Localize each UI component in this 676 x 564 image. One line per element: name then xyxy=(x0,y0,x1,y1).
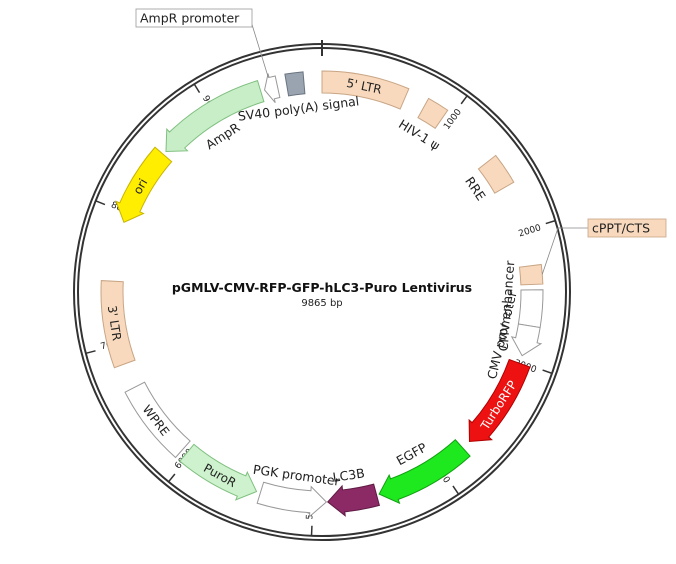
tick-mark xyxy=(95,200,106,206)
feature-rre[interactable] xyxy=(477,154,515,194)
callout-box-ampr_prom xyxy=(135,8,253,28)
backbone xyxy=(73,40,571,541)
feature-puror[interactable] xyxy=(179,443,258,501)
callout-box-cppt xyxy=(587,218,667,238)
feature-pgk[interactable] xyxy=(256,481,328,518)
feature-lc3b[interactable] xyxy=(326,483,381,517)
feature-label-cmv_enh: CMV enhancer xyxy=(496,259,518,352)
feature-cmv_prom[interactable] xyxy=(510,323,543,357)
feature-cmv_enh[interactable] xyxy=(517,289,544,329)
tick-mark xyxy=(193,83,201,94)
feature-egfp[interactable] xyxy=(378,439,471,505)
feature-label-cppt: cPPT/CTS xyxy=(592,221,650,236)
feature-wpre[interactable] xyxy=(124,381,191,459)
feature-label-lc3b: LC3B xyxy=(332,465,366,484)
feature-label-ampr_prom: AmpR promoter xyxy=(140,11,240,26)
feature-sv40[interactable] xyxy=(284,71,306,97)
feature-label-ori: ori xyxy=(130,176,150,197)
feature-ltr5[interactable] xyxy=(321,70,410,110)
tick-mark xyxy=(168,473,176,483)
feature-hiv[interactable] xyxy=(417,97,449,130)
feature-ltr3[interactable] xyxy=(100,280,136,369)
feature-ori[interactable] xyxy=(115,146,173,223)
feature-ampr[interactable] xyxy=(165,79,265,152)
center-label: pGMLV-CMV-RFP-GFP-hLC3-Puro Lentivirus 9… xyxy=(172,280,472,309)
plasmid-name: pGMLV-CMV-RFP-GFP-hLC3-Puro Lentivirus xyxy=(172,280,472,295)
tick-mark xyxy=(85,350,96,355)
tick-label: 2000 xyxy=(517,223,542,239)
tick-mark xyxy=(545,219,556,225)
feature-arrows xyxy=(100,70,544,518)
tick-mark xyxy=(542,369,553,375)
feature-label-ltr5: 5' LTR xyxy=(345,76,383,97)
callout-line-cppt xyxy=(541,227,588,275)
tick-mark xyxy=(460,95,468,105)
feature-label-ltr3: 3' LTR xyxy=(105,305,124,342)
feature-ampr_prom[interactable] xyxy=(264,73,281,104)
feature-turbo[interactable] xyxy=(468,358,531,443)
plasmid-length: 9865 bp xyxy=(301,298,342,309)
feature-cppt[interactable] xyxy=(518,263,544,286)
tick-mark xyxy=(452,485,460,495)
